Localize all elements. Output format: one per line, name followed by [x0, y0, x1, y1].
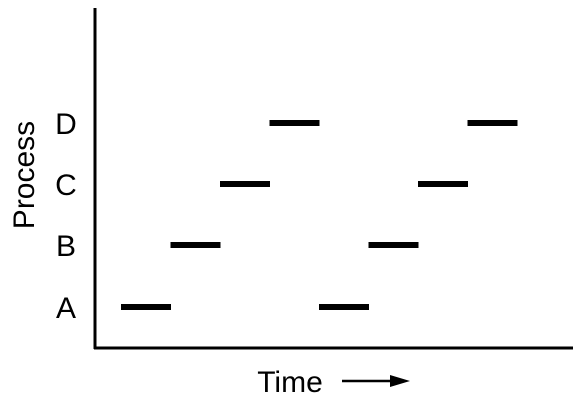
slice-bar-a-1 — [121, 304, 171, 310]
slice-bar-d-8 — [467, 120, 518, 126]
process-label-a: A — [56, 292, 76, 325]
slice-bar-b-2 — [170, 242, 221, 248]
slice-bar-b-6 — [368, 242, 419, 248]
slice-bar-d-4 — [269, 120, 320, 126]
process-label-c: C — [55, 169, 77, 202]
x-axis-title: Time — [257, 366, 323, 399]
y-axis-title: Process — [8, 121, 41, 229]
process-label-d: D — [55, 108, 77, 141]
time-slice-bars — [121, 120, 518, 310]
right-arrow-icon — [342, 375, 410, 387]
slice-bar-a-5 — [319, 304, 369, 310]
slice-bar-c-3 — [220, 181, 270, 187]
process-label-b: B — [56, 230, 76, 263]
slice-bar-c-7 — [418, 181, 468, 187]
